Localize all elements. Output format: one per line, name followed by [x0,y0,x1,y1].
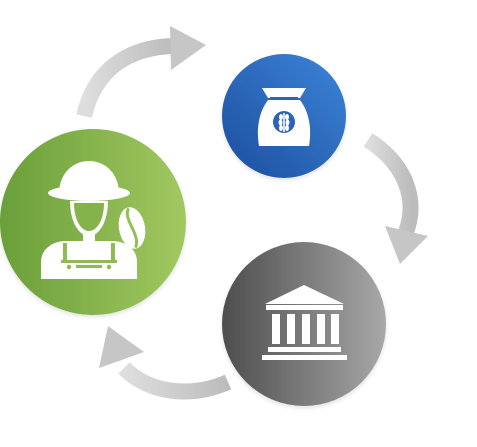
grain-sack-icon [257,88,311,146]
node-bank [222,242,386,406]
node-farmer [0,129,186,315]
cycle-arrow-farmer-to-sack [76,26,206,119]
cycle-arrow-sack-to-bank [363,133,428,264]
bank-building-icon [262,285,347,360]
node-grain-sack [222,54,346,178]
farmer-with-coffee-bean-icon [41,161,146,279]
cycle-arrow-bank-to-farmer [99,326,232,400]
